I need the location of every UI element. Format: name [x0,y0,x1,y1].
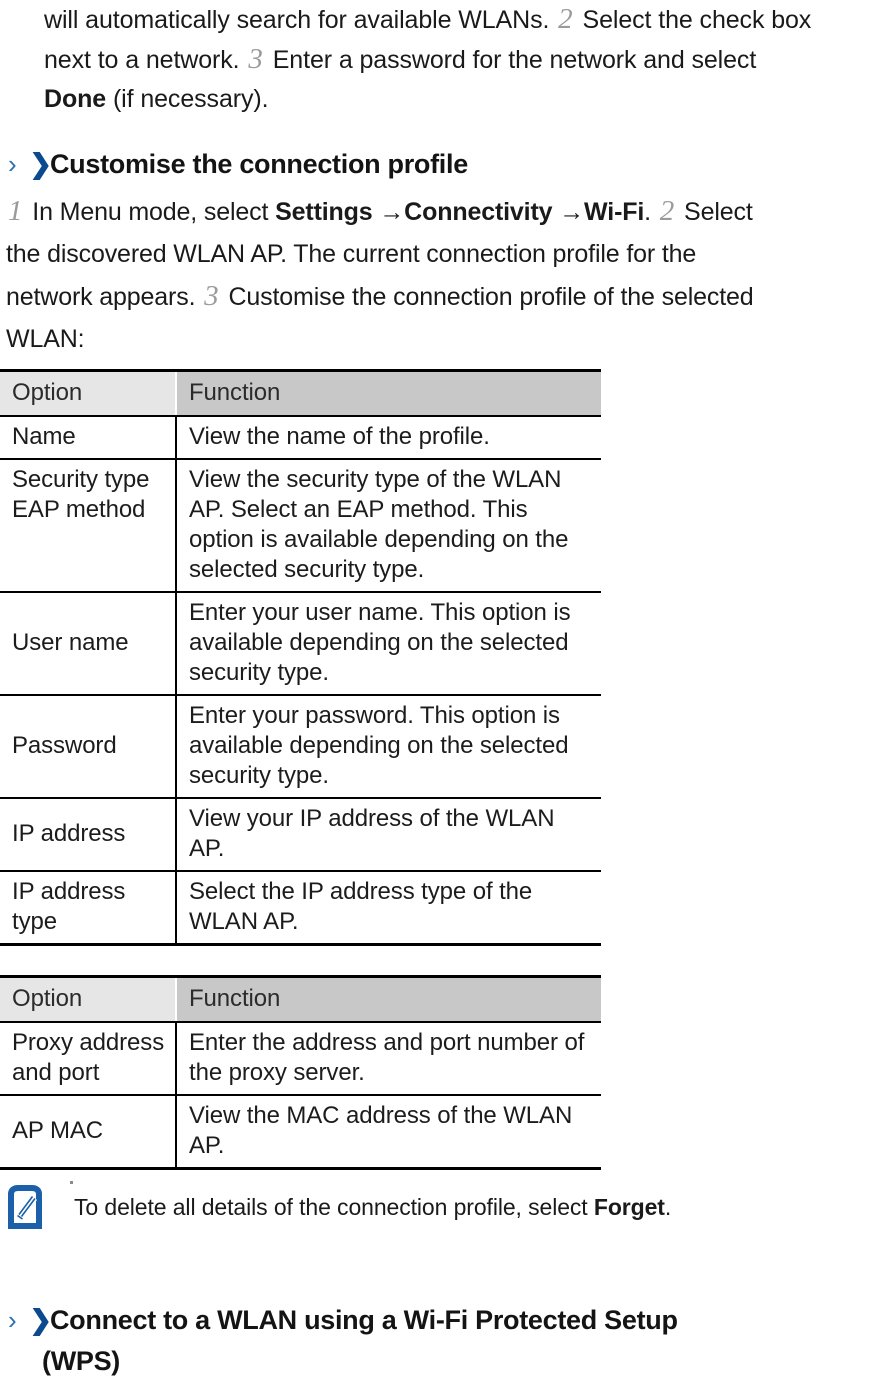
paragraph-l3-text-2: Customise the connection profile of the … [221,283,754,311]
paragraph-l1-text-1: In Menu mode, select [25,198,276,226]
intro-l1-step-number-2: 2 [558,3,573,35]
intro-line-3: Done (if necessary). [44,80,884,119]
cell-function: View the MAC address of the WLAN AP. [189,1102,573,1159]
note-text-0: To delete all details of the connection … [74,1194,594,1220]
cell-function: View the security type of the WLAN AP. S… [176,459,601,593]
paragraph-l3-text-0: network appears. [6,283,203,311]
column-header-function: Function [175,976,601,1023]
stray-dot-mark [70,1181,73,1184]
cell-function: Enter your password. This option is avai… [176,695,601,799]
chevron-right-light-icon: › [8,1305,17,1335]
intro-l2-text-2: Enter a password for the network and sel… [265,46,757,74]
chevron-right-bold-icon: ❯ [29,149,52,179]
cell-option: Security type EAP method [0,459,177,593]
table-proxy-head: Option Function [0,976,601,1023]
chevron-right-light-icon: › [8,149,17,179]
paragraph-l1-text-7: . [644,198,658,226]
intro-l2-step-number-3: 3 [248,43,263,75]
note-callout: To delete all details of the connection … [6,1185,866,1229]
column-header-option: Option [0,370,176,417]
cell-function: Enter the address and port number of the… [176,1022,601,1096]
intro-line-2: next to a network. 3 Enter a password fo… [44,40,884,80]
cell-option: Password [0,695,177,799]
cell-option: IP address [0,798,177,872]
intro-line-1: will automatically search for available … [44,0,884,40]
heading-customise-title: Customise the connection profile [49,149,468,179]
section-heading-customise: › ❯Customise the connection profile [8,144,868,185]
cell-function: View your IP address of the WLAN AP. [176,798,601,872]
paragraph-l1-bold-2: Settings [275,198,373,226]
column-header-function: Function [175,370,601,417]
cell-function: Enter your user name. This option is ava… [176,592,601,696]
note-text: To delete all details of the connection … [74,1192,671,1222]
note-bold-1: Forget [593,1194,665,1220]
table-header-row: Option Function [0,370,601,417]
note-text-2: . [664,1194,672,1220]
intro-l3-bold-0: Done [44,85,107,113]
cell-option: User name [0,592,177,696]
paragraph-l1-step-number-2: 2 [659,195,675,227]
paragraph-l1-step-number-1: 1 [8,195,23,227]
paragraph-l3-step-number-3: 3 [204,280,219,312]
intro-l1-text-0: will automatically search for available … [44,6,557,34]
paragraph-l1-bold-4: →Connectivity [379,198,553,226]
cell-function: View the name of the profile. [176,416,601,460]
paragraph-line-4: WLAN: [6,318,882,360]
cell-option: Name [0,416,177,460]
section-heading-wps: › ❯Connect to a WLAN using a Wi-Fi Protec… [8,1300,878,1382]
instructions-paragraph: 1 In Menu mode, select Settings →Connect… [6,190,882,360]
chevron-right-bold-icon: ❯ [29,1305,52,1335]
heading-wps-title-line2: (WPS) [42,1346,120,1376]
intro-l2-text-0: next to a network. [44,46,247,74]
paragraph-l1-text-9: Select [677,198,753,226]
intro-paragraph: will automatically search for available … [44,0,884,119]
paragraph-line-2: the discovered WLAN AP. The current conn… [6,233,882,275]
paragraph-line-3: network appears. 3 Customise the connect… [6,275,882,318]
intro-l1-text-2: Select the check box [575,6,812,34]
table-header-row: Option Function [0,976,601,1023]
paragraph-l1-bold-6: →Wi-Fi [559,198,645,226]
paragraph-l2-text-0: the discovered WLAN AP. The current conn… [6,240,697,268]
note-pencil-icon [6,1185,44,1229]
paragraph-line-1: 1 In Menu mode, select Settings →Connect… [6,190,882,233]
column-header-option: Option [0,976,176,1023]
heading-wps-title-line1: Connect to a WLAN using a Wi-Fi Protecte… [49,1305,678,1335]
cell-option: AP MAC [0,1095,177,1169]
intro-l3-text-1: (if necessary). [106,85,269,113]
cell-option: Proxy address and port [0,1022,177,1096]
cell-function: Select the IP address type of the WLAN A… [189,878,533,935]
cell-option: IP address type [0,871,177,945]
paragraph-l4-text-0: WLAN: [6,325,85,353]
table-profile-head: Option Function [0,370,601,417]
